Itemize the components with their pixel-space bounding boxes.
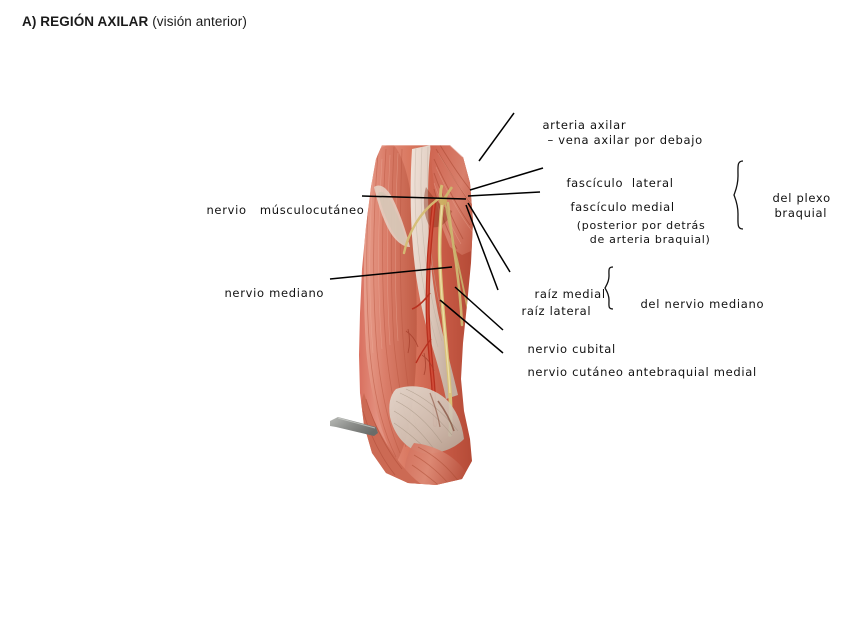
label-fasciculo-medial-note-2: de arteria braquial) <box>573 217 711 262</box>
page-title: A) REGIÓN AXILAR (visión anterior) <box>22 14 247 29</box>
label-raiz-lateral-text: raíz lateral <box>521 304 592 318</box>
label-fasciculo-medial: fascículo medial <box>553 185 675 230</box>
brace-plexo-braquial <box>733 160 749 230</box>
label-plexo-braquial-line1: del plexo <box>755 176 831 221</box>
label-nervio-cutaneo-antebraquial-medial-text: nervio cutáneo antebraquial medial <box>527 365 757 379</box>
label-nervio-musculocutaneo-text: nervio músculocutáneo <box>206 203 365 217</box>
label-fasciculo-lateral-text: fascículo lateral <box>566 176 674 190</box>
label-arteria-axilar: arteria axilar <box>525 103 626 148</box>
label-raiz-medial-text: raíz medial <box>534 287 606 301</box>
label-raiz-medial: raíz medial <box>517 272 606 317</box>
label-plexo-braquial-line2: braquial <box>757 191 827 236</box>
label-nervio-cubital-text: nervio cubital <box>527 342 616 356</box>
label-arteria-axilar-line1: arteria axilar <box>542 118 627 132</box>
label-vena-axilar-text: – vena axilar por debajo <box>547 133 703 147</box>
label-nervio-mediano-text: nervio mediano <box>224 286 325 300</box>
label-vena-axilar: – vena axilar por debajo <box>530 118 703 163</box>
brace-nervio-mediano-roots <box>604 266 618 310</box>
anatomy-photo <box>330 143 515 488</box>
page-title-strong: A) REGIÓN AXILAR <box>22 14 149 29</box>
page-title-light: (visión anterior) <box>148 14 247 29</box>
label-plexo-braquial-line2-text: braquial <box>774 206 828 220</box>
label-plexo-braquial-line1-text: del plexo <box>772 191 831 205</box>
label-nervio-cubital: nervio cubital <box>510 327 616 372</box>
label-fasciculo-medial-note1-text: (posterior por detrás <box>576 219 706 232</box>
label-fasciculo-medial-note2-text: de arteria braquial) <box>589 233 711 246</box>
label-del-nervio-mediano-text: del nervio mediano <box>640 297 765 311</box>
label-fasciculo-medial-text: fascículo medial <box>570 200 675 214</box>
label-nervio-musculocutaneo: nervio músculocutáneo <box>189 188 365 233</box>
label-raiz-lateral: raíz lateral <box>504 289 591 334</box>
label-del-nervio-mediano: del nervio mediano <box>623 282 764 327</box>
label-fasciculo-medial-note-1: (posterior por detrás <box>560 203 705 248</box>
dissection-probe <box>330 417 378 436</box>
label-fasciculo-lateral: fascículo lateral <box>549 161 674 206</box>
label-nervio-cutaneo-antebraquial-medial: nervio cutáneo antebraquial medial <box>510 350 757 395</box>
label-nervio-mediano: nervio mediano <box>207 271 324 316</box>
